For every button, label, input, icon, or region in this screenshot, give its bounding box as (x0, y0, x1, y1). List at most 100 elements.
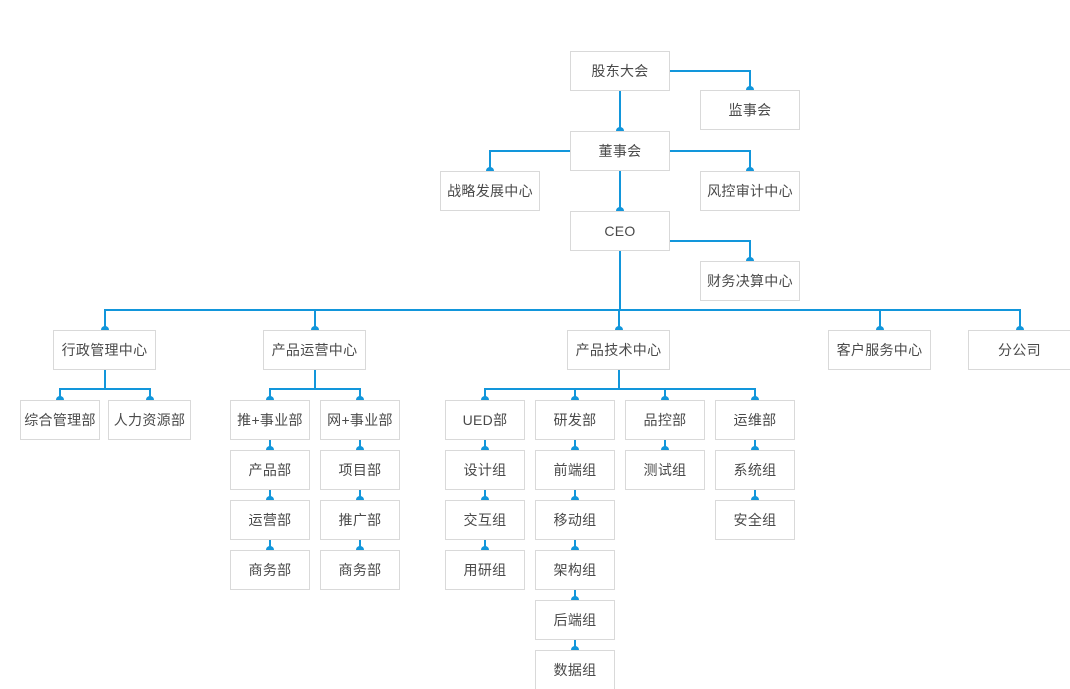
connector-stub-qa-test (664, 440, 666, 451)
org-node-label: 品控部 (643, 412, 687, 428)
org-node-interaction[interactable]: 交互组 (445, 500, 525, 540)
org-node-design[interactable]: 设计组 (445, 450, 525, 490)
org-node-label: 系统组 (733, 462, 777, 478)
org-node-data[interactable]: 数据组 (535, 650, 615, 689)
org-node-label: 设计组 (463, 462, 507, 478)
connector-stub-tui-product (269, 440, 271, 451)
org-node-label: 项目部 (338, 462, 382, 478)
org-node-product-dept[interactable]: 产品部 (230, 450, 310, 490)
org-node-riskaudit[interactable]: 风控审计中心 (700, 171, 800, 211)
connector-shareholders-to-supervisory-v (749, 70, 751, 90)
org-node-security[interactable]: 安全组 (715, 500, 795, 540)
connector-shareholders-stub-down (619, 91, 621, 131)
org-node-rnd[interactable]: 研发部 (535, 400, 615, 440)
org-node-biz-dept-a[interactable]: 商务部 (230, 550, 310, 590)
org-node-custserv[interactable]: 客户服务中心 (828, 330, 931, 370)
org-node-label: 架构组 (553, 562, 597, 578)
org-node-label: 用研组 (463, 562, 507, 578)
org-node-ops-dept[interactable]: 运营部 (230, 500, 310, 540)
org-node-finance[interactable]: 财务决算中心 (700, 261, 800, 301)
org-node-general-mgmt[interactable]: 综合管理部 (20, 400, 100, 440)
connector-bus-drop-prodops (314, 309, 316, 330)
org-node-test[interactable]: 测试组 (625, 450, 705, 490)
org-node-userresearch[interactable]: 用研组 (445, 550, 525, 590)
connector-stub-ued-design (484, 440, 486, 451)
connector-stub-ops-biz (269, 540, 271, 551)
org-node-hr[interactable]: 人力资源部 (108, 400, 191, 440)
org-node-frontend[interactable]: 前端组 (535, 450, 615, 490)
org-node-qa-dept[interactable]: 品控部 (625, 400, 705, 440)
connector-board-stub-down (619, 171, 621, 211)
org-node-label: 后端组 (553, 612, 597, 628)
connector-admin-fork-v-left (59, 388, 61, 401)
org-node-prodops[interactable]: 产品运营中心 (263, 330, 366, 370)
org-node-label: 风控审计中心 (707, 183, 793, 199)
org-node-label: 战略发展中心 (447, 183, 533, 199)
connector-admin-fork-h (59, 388, 151, 390)
org-node-label: 客户服务中心 (836, 342, 923, 358)
connector-stub-devops-system (754, 440, 756, 451)
connector-bus-drop-custserv (879, 309, 881, 330)
org-node-biz-dept-b[interactable]: 商务部 (320, 550, 400, 590)
connector-stub-mobile-arch (574, 540, 576, 551)
connector-prodops-fork-h (269, 388, 361, 390)
org-node-label: 推+事业部 (237, 412, 303, 428)
org-node-label: 商务部 (248, 562, 292, 578)
connector-stub-wang-project (359, 440, 361, 451)
org-node-label: 监事会 (728, 102, 772, 118)
org-node-project-dept[interactable]: 项目部 (320, 450, 400, 490)
org-node-architecture[interactable]: 架构组 (535, 550, 615, 590)
connector-board-to-strategy-v (489, 150, 491, 171)
org-node-label: 产品部 (248, 462, 292, 478)
org-node-mobile[interactable]: 移动组 (535, 500, 615, 540)
connector-stub-rnd-frontend (574, 440, 576, 451)
connector-board-to-risk-v (749, 150, 751, 171)
org-node-promo-dept[interactable]: 推广部 (320, 500, 400, 540)
org-node-label: 推广部 (338, 512, 382, 528)
connector-board-to-strategy-h (489, 150, 570, 152)
org-node-label: 行政管理中心 (61, 342, 148, 358)
connector-stub-product-ops (269, 490, 271, 501)
org-node-backend[interactable]: 后端组 (535, 600, 615, 640)
connector-prodtech-fork-v-1 (484, 388, 486, 401)
connector-stub-frontend-mobile (574, 490, 576, 501)
org-node-devops[interactable]: 运维部 (715, 400, 795, 440)
org-node-system[interactable]: 系统组 (715, 450, 795, 490)
org-node-admin[interactable]: 行政管理中心 (53, 330, 156, 370)
org-node-label: 运营部 (248, 512, 292, 528)
org-node-label: 交互组 (463, 512, 507, 528)
org-node-label: 产品运营中心 (271, 342, 358, 358)
org-node-label: CEO (604, 223, 636, 239)
org-node-label: 分公司 (998, 342, 1041, 358)
org-node-label: 运维部 (733, 412, 777, 428)
connector-prodops-stub-down (314, 370, 316, 389)
org-node-label: 股东大会 (591, 63, 649, 79)
connector-prodops-fork-v-left (269, 388, 271, 401)
org-node-label: 综合管理部 (24, 412, 96, 428)
org-node-ued[interactable]: UED部 (445, 400, 525, 440)
connector-stub-system-security (754, 490, 756, 501)
org-node-label: 安全组 (733, 512, 777, 528)
connector-admin-fork-v-right (149, 388, 151, 401)
org-node-wang-biz[interactable]: 网+事业部 (320, 400, 400, 440)
org-node-label: 前端组 (553, 462, 597, 478)
org-node-label: 财务决算中心 (707, 273, 793, 289)
connector-prodtech-fork-v-2 (574, 388, 576, 401)
org-node-board[interactable]: 董事会 (570, 131, 670, 171)
org-node-supervisory[interactable]: 监事会 (700, 90, 800, 130)
connector-shareholders-to-supervisory-h (670, 70, 750, 72)
org-node-branch[interactable]: 分公司 (968, 330, 1070, 370)
connector-stub-backend-data (574, 640, 576, 651)
org-node-label: 数据组 (553, 662, 597, 678)
org-node-tui-biz[interactable]: 推+事业部 (230, 400, 310, 440)
org-node-strategy[interactable]: 战略发展中心 (440, 171, 540, 211)
connector-prodops-fork-v-right (359, 388, 361, 401)
org-node-ceo[interactable]: CEO (570, 211, 670, 251)
org-node-prodtech[interactable]: 产品技术中心 (567, 330, 670, 370)
connector-prodtech-fork-h (484, 388, 756, 390)
org-node-shareholders[interactable]: 股东大会 (570, 51, 670, 91)
org-node-label: 商务部 (338, 562, 382, 578)
connector-bus-drop-admin (104, 309, 106, 330)
